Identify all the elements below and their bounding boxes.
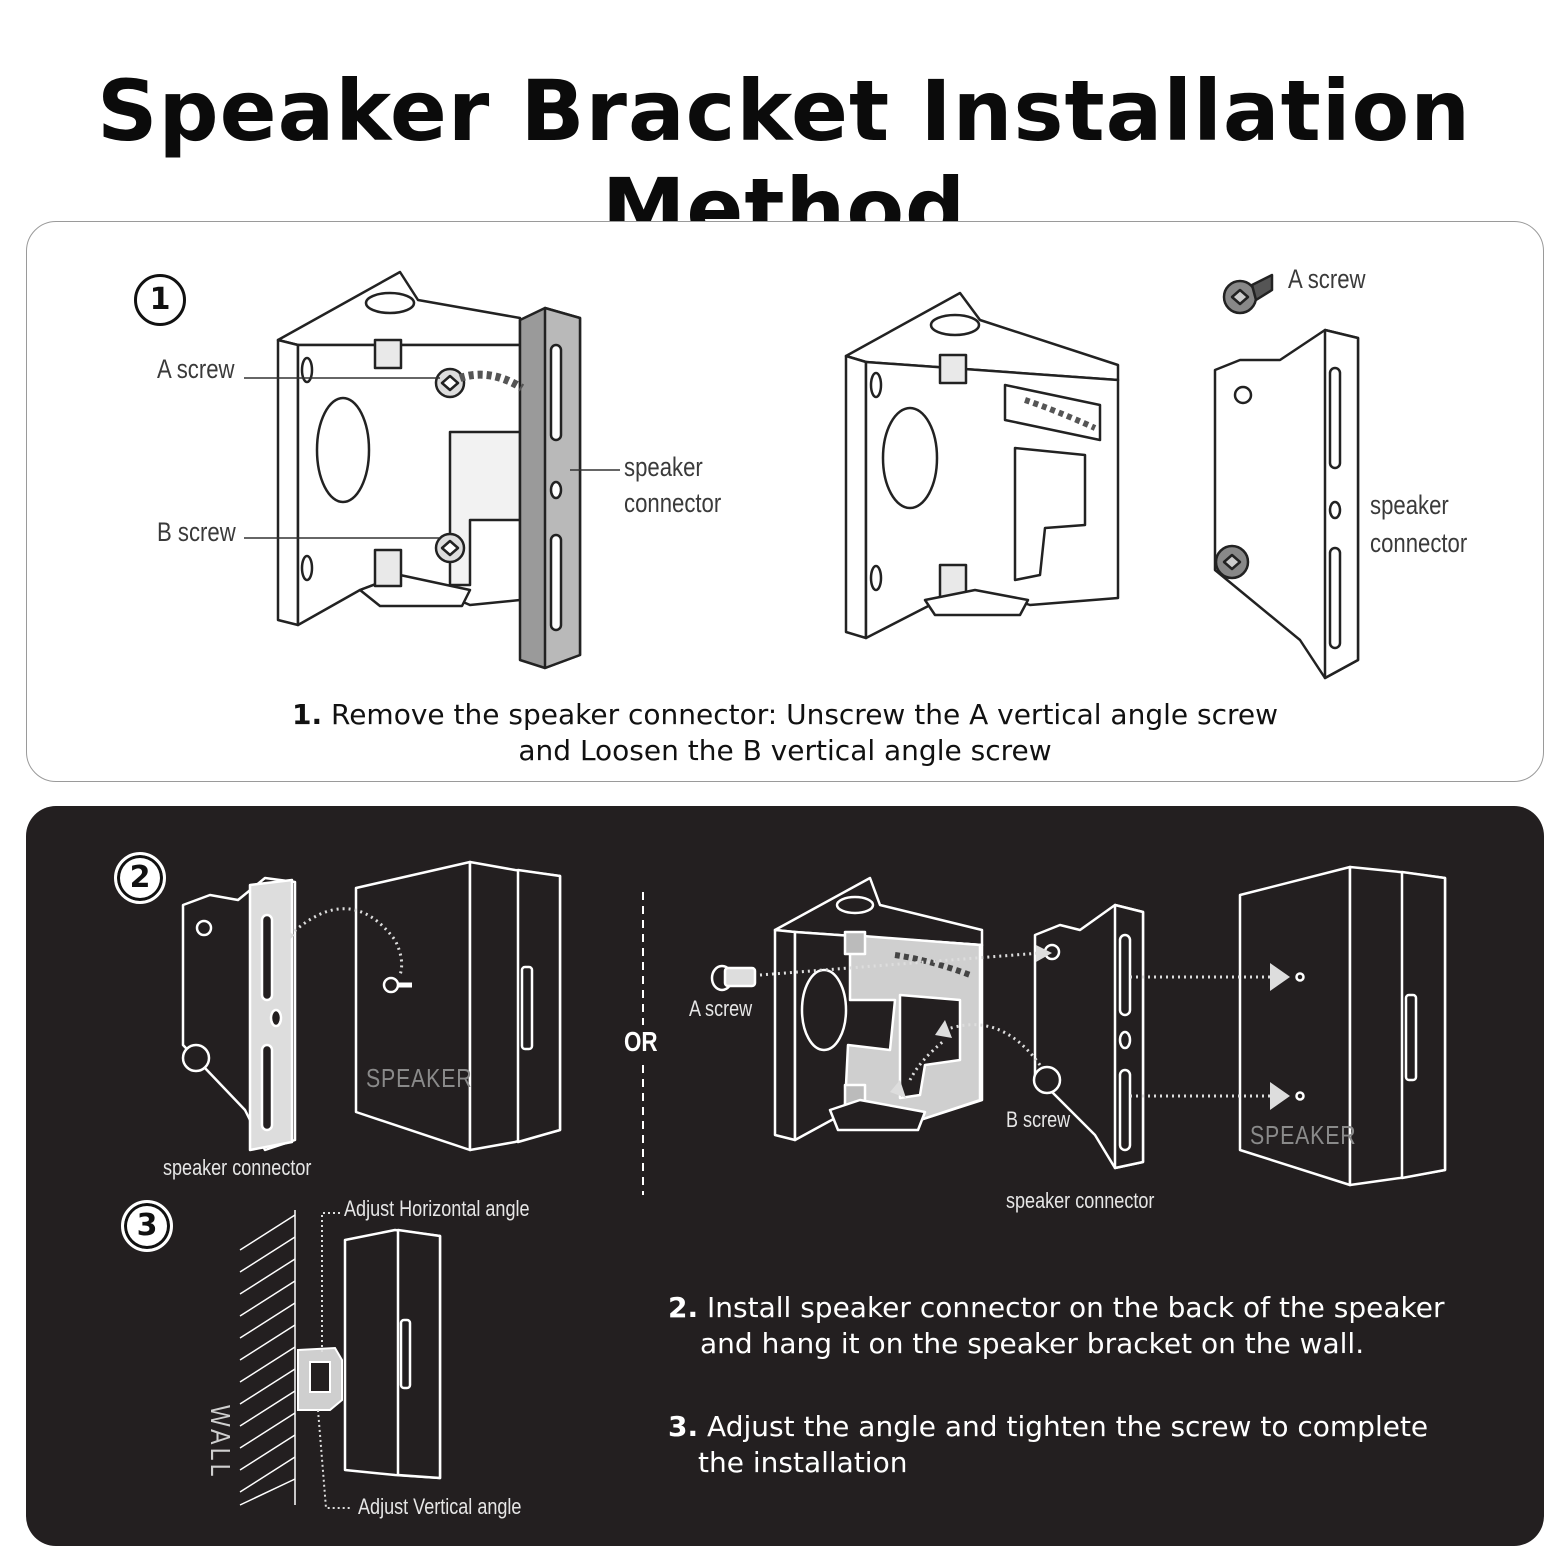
speaker-connector-label-2: connector	[624, 488, 722, 518]
speaker-connector-right-1: speaker	[1370, 490, 1449, 520]
speaker-box-label-right: SPEAKER	[1250, 1120, 1357, 1150]
step-1-number: 1.	[291, 698, 323, 731]
assembled-bracket-illustration	[276, 270, 582, 670]
wall-label: WALL	[205, 1405, 236, 1480]
step2-right-speaker-box	[1238, 865, 1447, 1187]
page-title: Speaker Bracket Installation Method	[96, 62, 1472, 258]
step-3-number: 3.	[668, 1410, 699, 1443]
step3-dotted-leaders	[317, 1212, 352, 1509]
speaker-connector-label-left: speaker connector	[163, 1155, 312, 1180]
a-screw-label-panel2: A screw	[689, 996, 753, 1021]
wall-hatching	[239, 1210, 296, 1506]
step2-arrow-heads	[890, 945, 1290, 1110]
step-3-badge: 3	[121, 1200, 173, 1252]
step-3-instruction: 3. Adjust the angle and tighten the scre…	[668, 1409, 1508, 1481]
step-1-instruction: 1. Remove the speaker connector: Unscrew…	[200, 697, 1370, 769]
adjust-vertical-label: Adjust Vertical angle	[358, 1494, 522, 1519]
step-2-line-2: and hang it on the speaker bracket on th…	[700, 1327, 1365, 1360]
b-screw-label-panel2: B screw	[1006, 1107, 1071, 1132]
detached-connector-illustration	[1213, 273, 1360, 680]
step2-connector-illustration	[181, 876, 297, 1152]
step2-bracket-illustration	[773, 876, 984, 1142]
bracket-body-illustration	[844, 291, 1120, 640]
a-screw-label: A screw	[157, 354, 235, 384]
step2-speaker-box	[354, 860, 562, 1152]
step3-speaker-box	[343, 1228, 442, 1480]
a-screw-illustration	[710, 964, 757, 992]
speaker-connector-label-mid: speaker connector	[1006, 1188, 1155, 1213]
step-1-line-1: Remove the speaker connector: Unscrew th…	[331, 698, 1279, 731]
step-3-line-1: Adjust the angle and tighten the screw t…	[707, 1410, 1429, 1443]
step-1-line-2: and Loosen the B vertical angle screw	[518, 734, 1052, 767]
step2-dotted-guides	[759, 951, 1270, 1098]
step-3-line-2: the installation	[698, 1446, 908, 1479]
or-separator: OR	[624, 1026, 658, 1057]
speaker-box-label-left: SPEAKER	[366, 1063, 473, 1093]
adjust-horizontal-label: Adjust Horizontal angle	[344, 1196, 530, 1221]
a-screw-label-right: A screw	[1288, 264, 1366, 294]
step2-arrow-head	[278, 928, 295, 945]
b-screw-label: B screw	[157, 517, 236, 547]
step-2-number: 2.	[668, 1291, 699, 1324]
speaker-connector-right-2: connector	[1370, 528, 1468, 558]
step3-bracket	[297, 1346, 343, 1411]
speaker-connector-label-1: speaker	[624, 452, 703, 482]
step-2-badge: 2	[114, 852, 166, 904]
step-1-badge: 1	[134, 274, 186, 326]
step-2-instruction: 2. Install speaker connector on the back…	[668, 1290, 1508, 1362]
panel1-leader-lines	[244, 377, 620, 539]
step-2-line-1: Install speaker connector on the back of…	[707, 1291, 1445, 1324]
